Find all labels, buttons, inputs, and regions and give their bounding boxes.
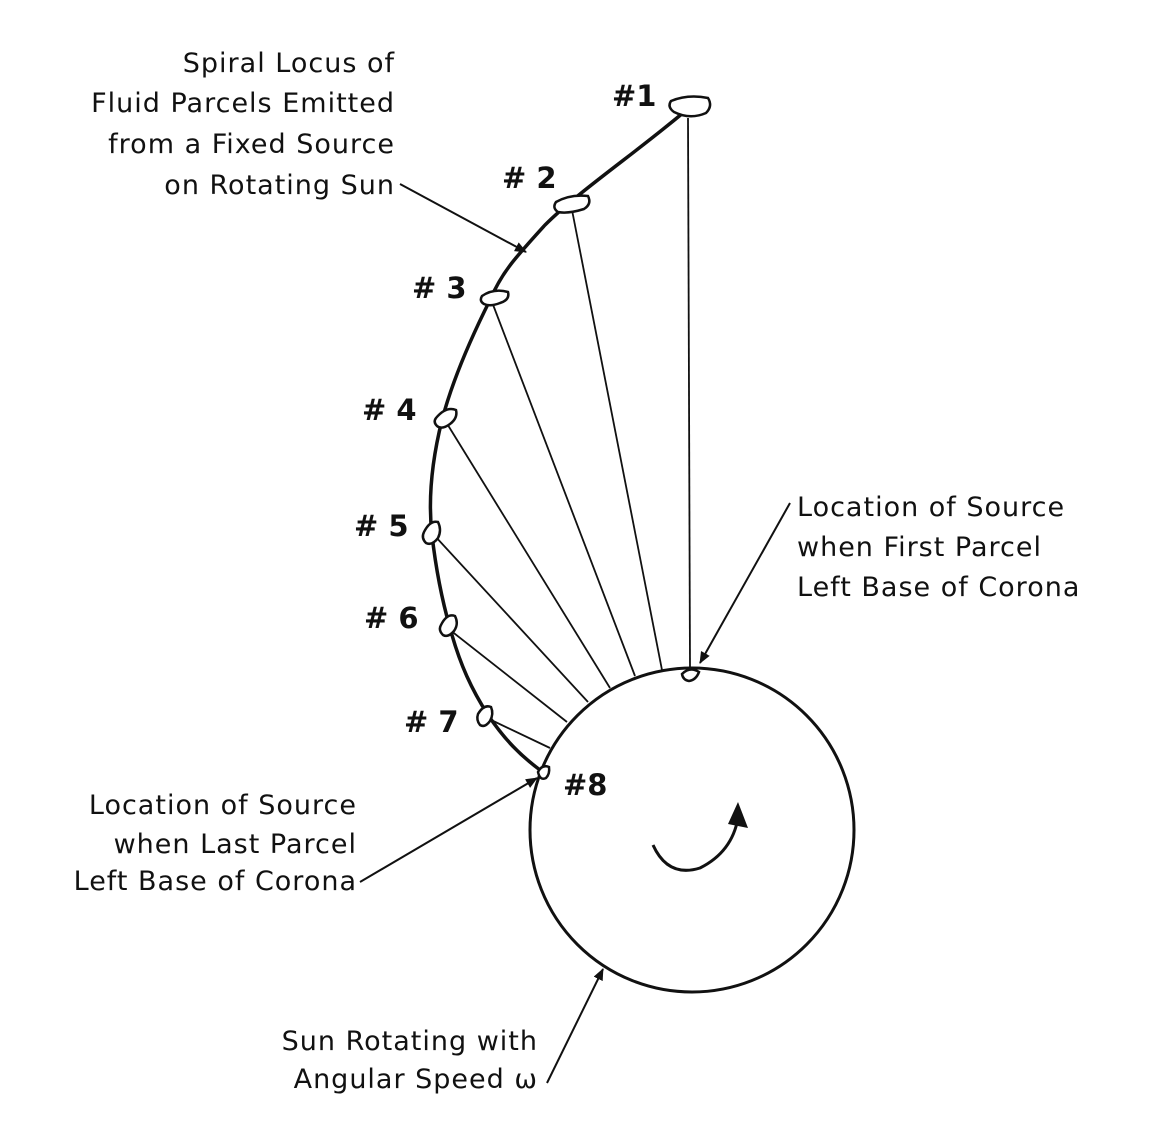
sun-rotation-line-1: Sun Rotating with [282, 1026, 538, 1057]
sun-circle [528, 666, 856, 994]
parcel-label-6: # 6 [364, 601, 419, 635]
spiral-label-line-4: on Rotating Sun [164, 170, 395, 201]
parcel-4 [433, 407, 458, 429]
parcel-7 [476, 705, 494, 728]
parcel-5 [421, 520, 442, 546]
parcel-label-2: # 2 [502, 161, 557, 195]
first-source-line-1: Location of Source [797, 492, 1065, 523]
last-source-arrow [359, 777, 538, 883]
parcel-6 [438, 614, 458, 638]
parcel-markers [421, 95, 712, 780]
radial-line-6 [449, 629, 568, 723]
parcel-labels: #1 # 2 # 3 # 4 # 5 # 6 # 7 #8 [354, 79, 656, 802]
parcel-2 [553, 194, 591, 214]
first-source-label: Location of Source when First Parcel Lef… [797, 492, 1080, 603]
parcel-label-1: #1 [612, 79, 656, 113]
spiral-label-line-1: Spiral Locus of [183, 48, 396, 79]
radial-line-4 [445, 421, 611, 689]
spiral-label-line-2: Fluid Parcels Emitted [91, 88, 395, 119]
first-source-line-2: when First Parcel [797, 532, 1042, 563]
source-first-position [680, 668, 701, 683]
spiral-locus-curve [428, 105, 692, 772]
last-source-line-3: Left Base of Corona [74, 866, 357, 897]
spiral-locus-label: Spiral Locus of Fluid Parcels Emitted fr… [91, 48, 396, 201]
parcel-label-8: #8 [563, 768, 607, 802]
radial-lines [433, 117, 691, 749]
rotation-arrowhead [728, 802, 748, 828]
parcel-1 [668, 95, 712, 118]
radial-line-2 [571, 209, 663, 671]
sun-rotation-label: Sun Rotating with Angular Speed ω [282, 1026, 538, 1095]
parcel-label-4: # 4 [362, 393, 417, 427]
parcel-label-3: # 3 [412, 271, 467, 305]
radial-line-1 [687, 117, 691, 669]
parcel-8 [536, 764, 551, 780]
sun-rotation-line-2: Angular Speed ω [294, 1064, 538, 1095]
radial-line-3 [491, 301, 636, 677]
parcel-label-7: # 7 [404, 705, 459, 739]
last-source-line-2: when Last Parcel [114, 829, 357, 860]
last-source-label: Location of Source when Last Parcel Left… [74, 790, 357, 897]
parcel-3 [479, 289, 510, 307]
radial-line-7 [486, 717, 551, 749]
first-source-arrow [699, 502, 791, 664]
radial-line-5 [433, 534, 589, 703]
rotation-arrow [651, 817, 740, 872]
last-source-line-1: Location of Source [89, 790, 357, 821]
parcel-label-5: # 5 [354, 509, 409, 543]
spiral-locus-arrow [399, 183, 527, 253]
spiral-label-line-3: from a Fixed Source [108, 129, 395, 160]
first-source-line-3: Left Base of Corona [797, 572, 1080, 603]
sun-rotation-arrow [546, 968, 604, 1084]
